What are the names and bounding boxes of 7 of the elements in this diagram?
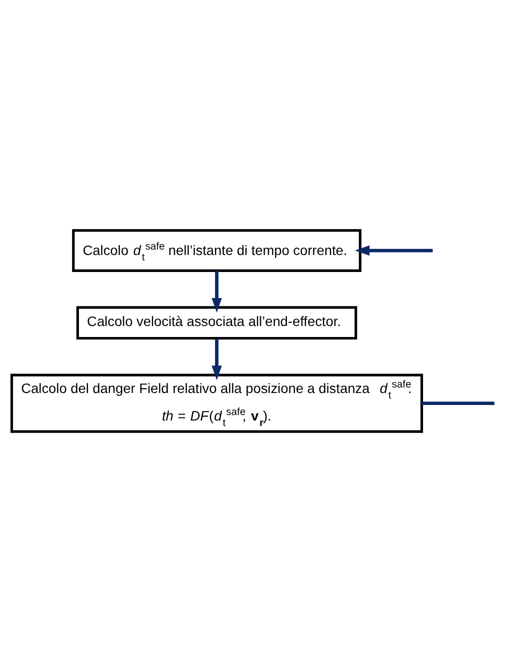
connector: [422, 402, 494, 406]
arrow: [354, 245, 433, 256]
arrow: [212, 270, 222, 313]
node-box: Calcolo del danger Field relativo alla posizione a distanza d$_{t}$$^{safe}$. th = DF(d$_{t}$$^{safe}$, v$_{r}$).: [10, 374, 424, 433]
node-box: Calcolo velocità associata all’end-effector.: [76, 306, 358, 340]
node-box: Calcolo d$_{t}$$^{safe}$ nell’istante di tempo corrente.: [72, 229, 362, 272]
arrow: [212, 338, 222, 380]
